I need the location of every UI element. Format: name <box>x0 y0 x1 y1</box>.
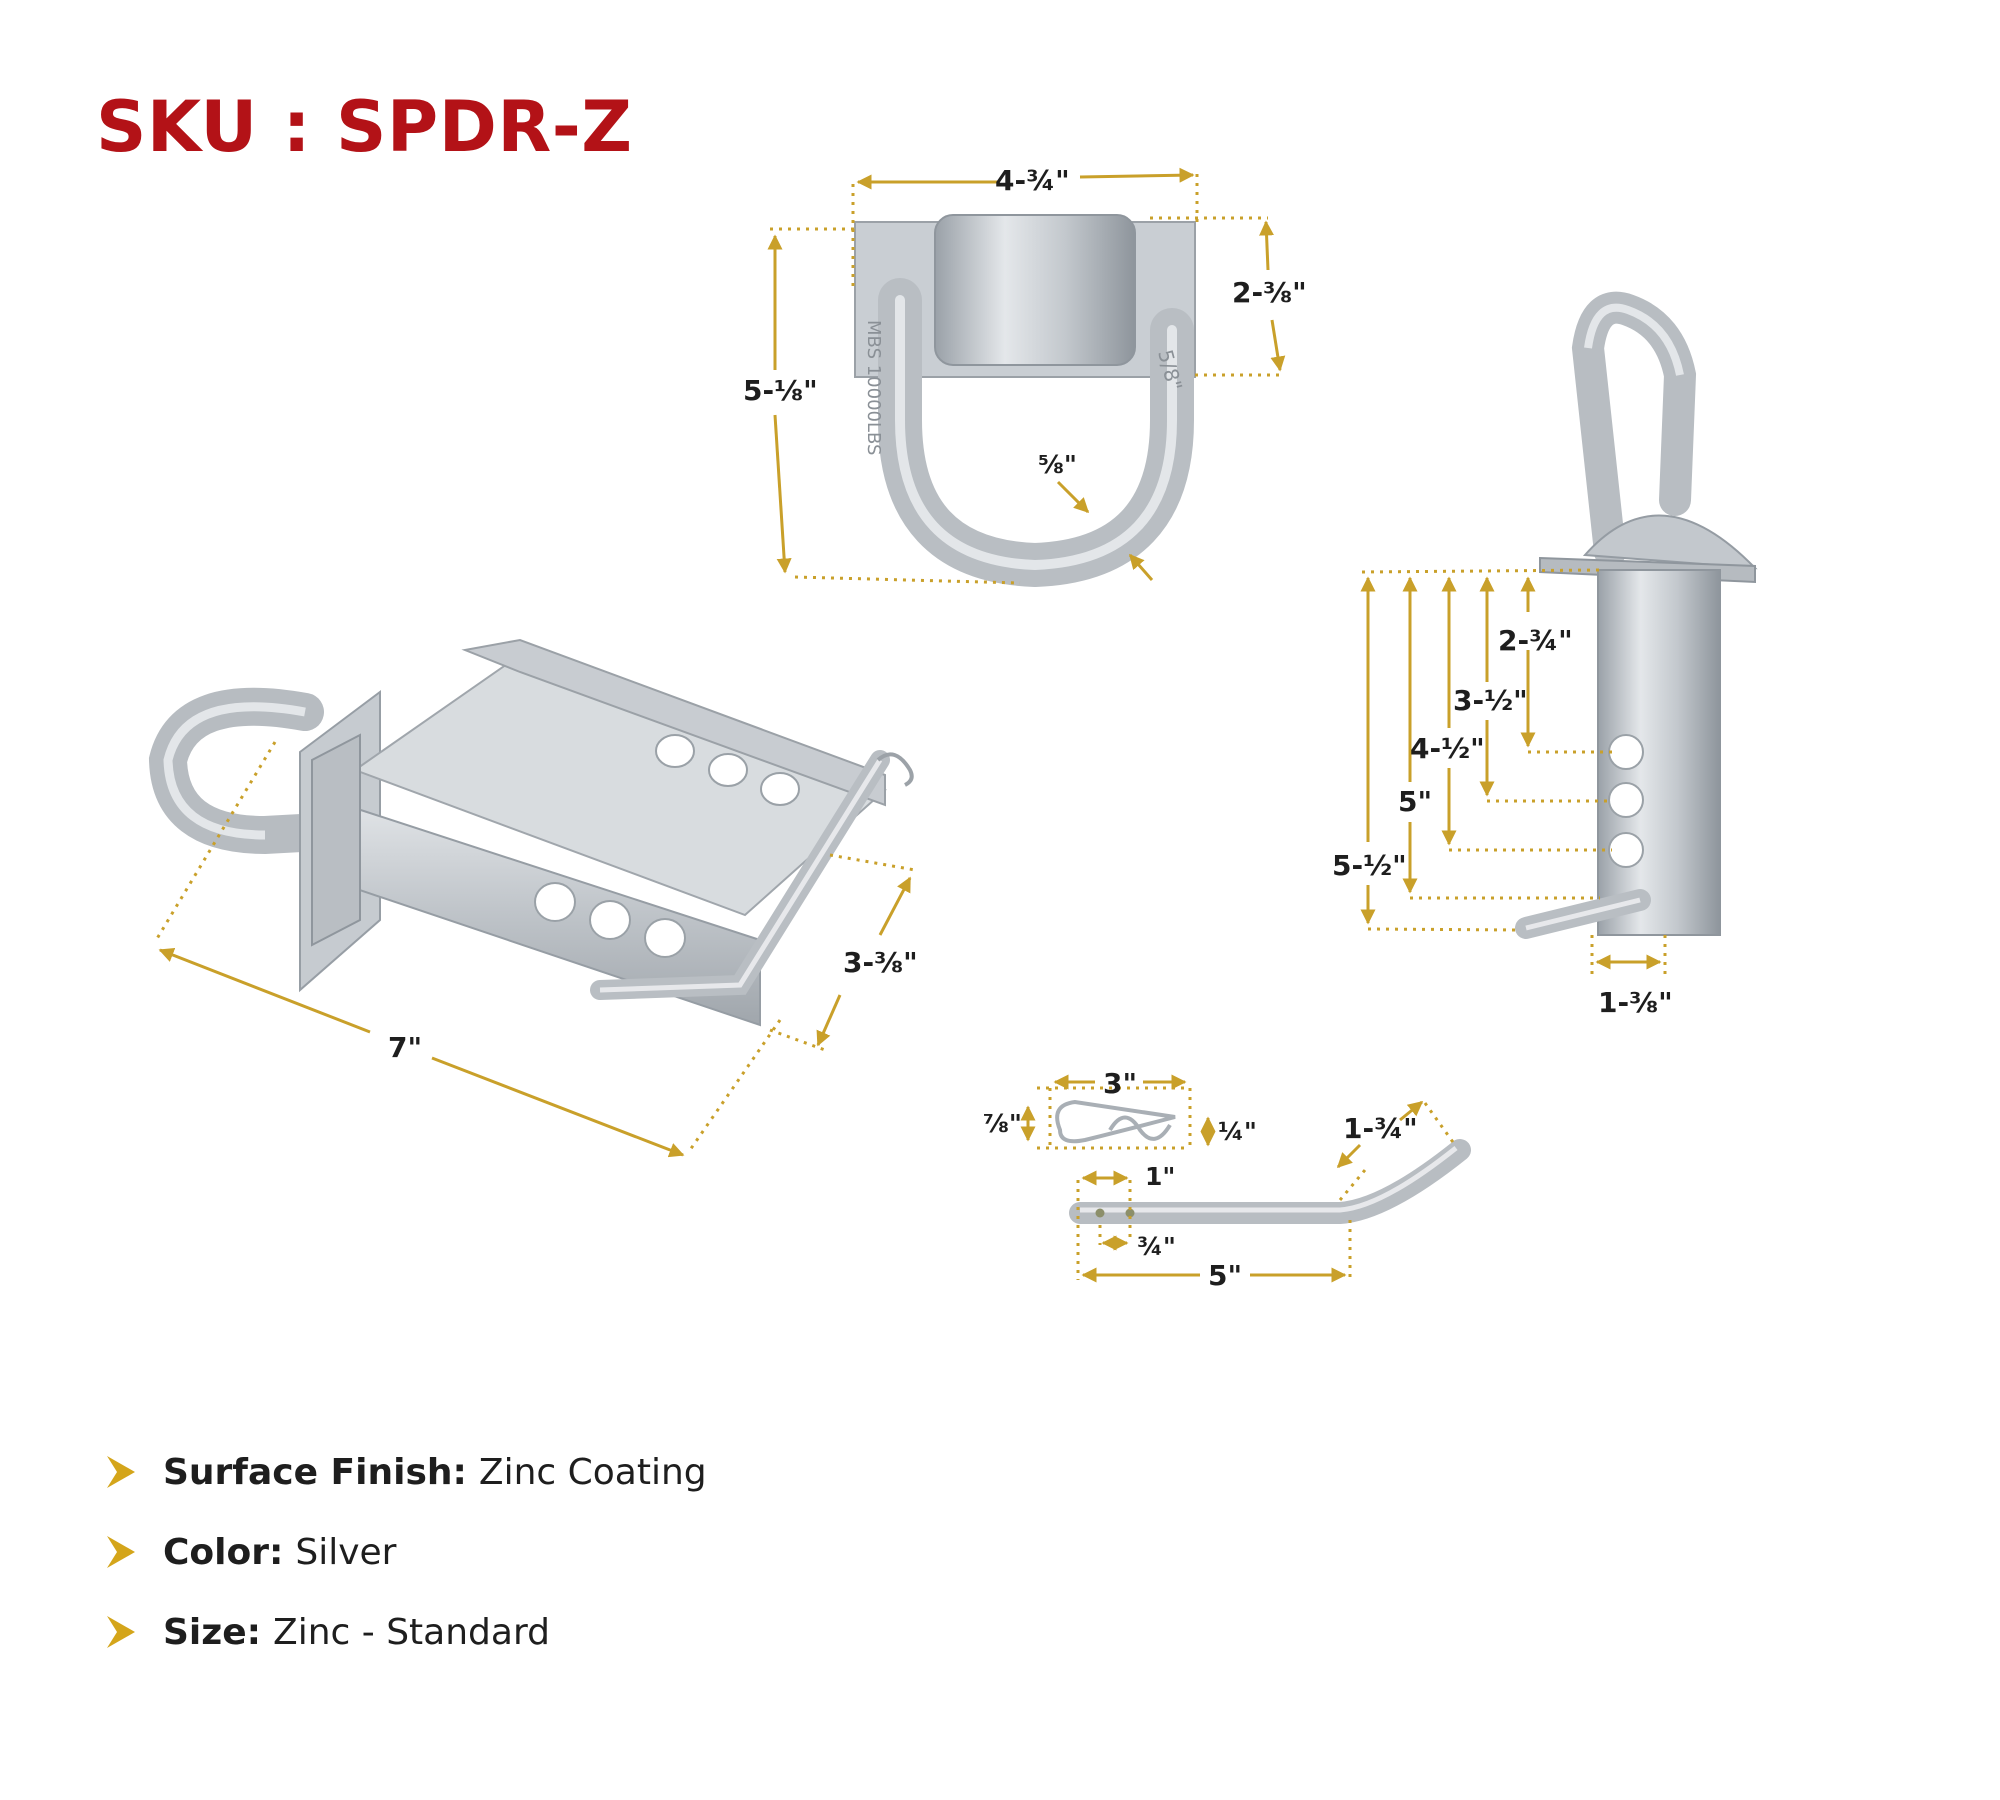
spec-size: Size: Zinc - Standard <box>105 1592 707 1672</box>
spec-surface-finish: Surface Finish: Zinc Coating <box>105 1432 707 1512</box>
side-view: 2-¾" 3-½" 4-½" 5" 5-½" 1-⅜" <box>1332 291 1758 1019</box>
pin-hole-offset-label: 1" <box>1145 1162 1175 1191</box>
chevron-right-icon <box>107 1616 135 1648</box>
pin-length-label: 5" <box>1208 1259 1242 1292</box>
clip-length-label: 3" <box>1103 1067 1137 1100</box>
assembly-holes-front <box>534 882 686 958</box>
d-ring-thickness-label: ⅝" <box>1038 450 1077 479</box>
d-ring-top-view: MBS 10000LBS 5/8" 4-¾" 5-⅛" 2-⅜" ⅝" <box>743 164 1307 588</box>
spec-color: Color: Silver <box>105 1512 707 1592</box>
bent-pin-body <box>1069 1139 1471 1224</box>
assembly-clip <box>876 752 914 787</box>
d-ring-clip-sleeve <box>934 214 1136 366</box>
side-view-holes <box>1608 734 1644 868</box>
pin-hole-spacing-label: ¾" <box>1137 1232 1176 1261</box>
side-view-hole-4-label: 5" <box>1398 785 1432 818</box>
spec-label: Size: <box>163 1611 262 1653</box>
spec-label: Surface Finish: <box>163 1451 467 1493</box>
hairpin-clip-wire <box>1055 1099 1176 1144</box>
assembly-perspective-view: 7" 3-⅜" <box>148 638 918 1158</box>
d-ring-stamp-rating: MBS 10000LBS <box>863 320 884 455</box>
sku-title: SKU : SPDR-Z <box>96 86 633 168</box>
assembly-front-plate <box>311 733 361 947</box>
clip-wire-label: ¼" <box>1218 1117 1257 1146</box>
side-view-hole-2-label: 3-½" <box>1453 684 1528 717</box>
d-ring-height-label: 5-⅛" <box>743 374 818 407</box>
bent-pin-holes <box>1095 1208 1135 1218</box>
bent-pin: 1" ¾" 5" 1-¾" <box>1069 1100 1471 1292</box>
spec-value: Silver <box>295 1531 397 1573</box>
clip-height-label: ⅞" <box>983 1109 1022 1138</box>
side-view-hole-1-label: 2-¾" <box>1498 624 1573 657</box>
spec-value: Zinc Coating <box>478 1451 707 1493</box>
side-view-hole-3-label: 4-½" <box>1410 732 1485 765</box>
assembly-length-label: 7" <box>388 1031 422 1064</box>
pin-bend-label: 1-¾" <box>1343 1112 1418 1145</box>
side-view-clip-cap <box>1582 514 1758 570</box>
spec-value: Zinc - Standard <box>273 1611 550 1653</box>
d-ring-plate-height-label: 2-⅜" <box>1232 276 1307 309</box>
chevron-right-icon <box>107 1456 135 1488</box>
side-view-depth-label: 1-⅜" <box>1598 986 1673 1019</box>
hairpin-clip: 3" ⅞" ¼" <box>983 1067 1257 1150</box>
d-ring-width-label: 4-¾" <box>995 164 1070 197</box>
side-view-overall-label: 5-½" <box>1332 849 1407 882</box>
chevron-right-icon <box>107 1536 135 1568</box>
spec-label: Color: <box>163 1531 284 1573</box>
assembly-back-wall <box>461 638 886 807</box>
assembly-holes-back <box>655 734 800 806</box>
assembly-width-label: 3-⅜" <box>843 946 918 979</box>
spec-list: Surface Finish: Zinc Coating Color: Silv… <box>105 1432 707 1672</box>
